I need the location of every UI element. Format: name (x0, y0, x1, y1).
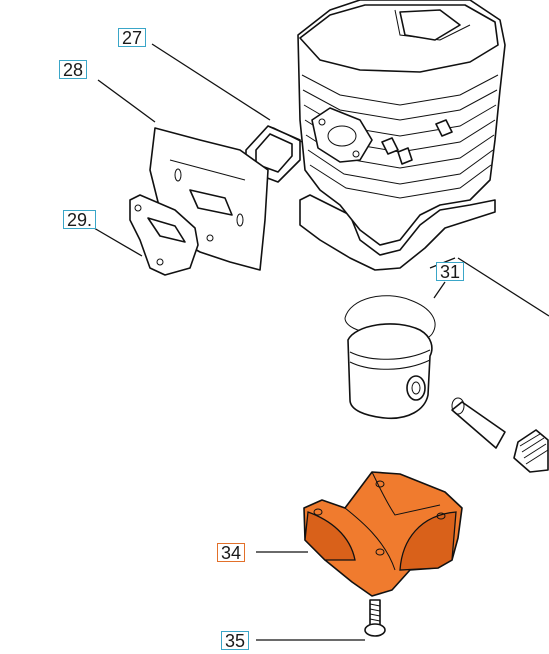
piston-pin-part[interactable] (451, 397, 506, 449)
crankcase-half-part[interactable] (303, 471, 463, 597)
callout-29[interactable]: 29. (63, 210, 97, 230)
piston-part[interactable] (347, 323, 433, 420)
screw-part[interactable] (364, 599, 386, 637)
needle-bearing-part[interactable] (513, 429, 549, 473)
gasket-part[interactable] (129, 194, 199, 276)
leader-lines (93, 43, 549, 641)
cylinder-part[interactable] (297, 0, 506, 271)
callout-28[interactable]: 28 (59, 60, 88, 80)
callout-31[interactable]: 31 (436, 262, 465, 282)
callout-27[interactable]: 27 (118, 28, 147, 48)
callout-34[interactable]: 34 (217, 543, 246, 563)
callout-35[interactable]: 35 (221, 631, 250, 651)
